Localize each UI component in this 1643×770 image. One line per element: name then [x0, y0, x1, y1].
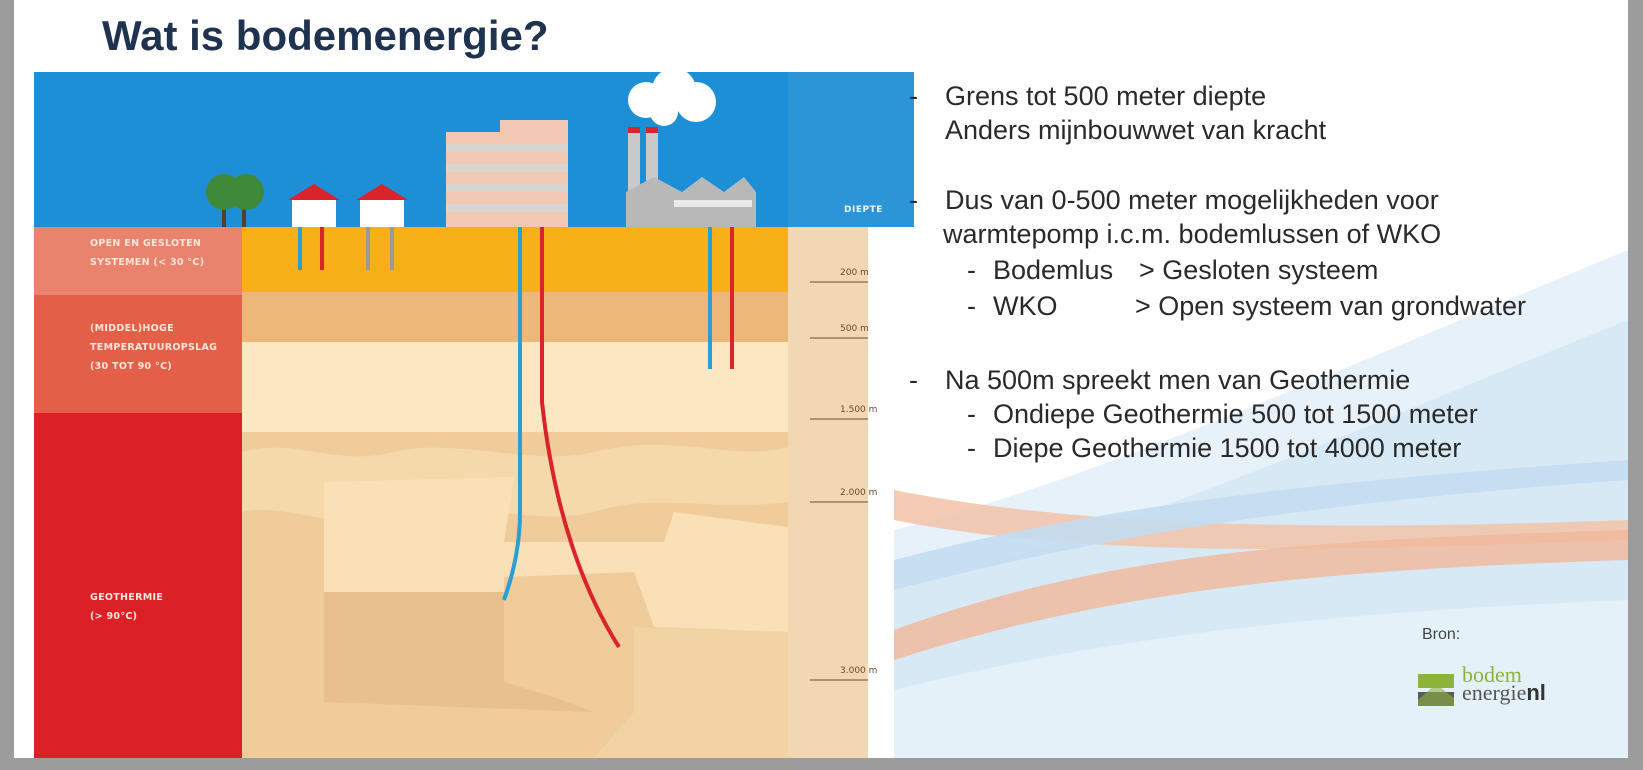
- background-waves: [894, 250, 1628, 758]
- sub-bullet-desc: > Open systeem van grondwater: [1135, 291, 1526, 321]
- bullet-line: Grens tot 500 meter diepte: [945, 81, 1267, 111]
- diagram-graphic: [34, 68, 914, 758]
- bullet-dash: -: [909, 185, 918, 215]
- bullet-line: Anders mijnbouwwet van kracht: [945, 115, 1327, 145]
- layer-label-line: SYSTEMEN (< 30 °C): [90, 257, 205, 268]
- layer-label-line: OPEN EN GESLOTEN: [90, 238, 202, 249]
- sub-bullet-dash: -: [967, 255, 976, 285]
- soil-layer-3: [242, 342, 788, 432]
- layer-label-line: (> 90°C): [90, 611, 138, 622]
- layer-label-line: (MIDDEL)HOGE: [90, 323, 174, 334]
- trees-icon: [206, 174, 264, 227]
- sub-bullet-text: Ondiepe Geothermie 500 tot 1500 meter: [993, 399, 1478, 429]
- soil-fold-2: [324, 477, 788, 632]
- sub-bullet-name: Bodemlus: [993, 255, 1114, 285]
- depth-mark-200: 200 m: [840, 268, 869, 278]
- soil-fold-3: [324, 592, 594, 712]
- depth-column-sky: [788, 72, 914, 227]
- depth-mark-3000: 3.000 m: [840, 666, 878, 676]
- depth-mark-2000: 2.000 m: [840, 488, 878, 498]
- layer-label-geothermie: GEOTHERMIE (> 90°C): [34, 588, 254, 626]
- logo-text-top: bodem: [1462, 662, 1522, 687]
- logo-text-bottom-main: energie: [1462, 680, 1527, 705]
- depth-header: DIEPTE: [844, 205, 883, 215]
- legend-geothermie: [34, 413, 242, 758]
- slide: Wat is bodemenergie?: [14, 0, 1628, 758]
- sub-bullet-dash: -: [967, 399, 976, 429]
- bullet-dash: -: [909, 365, 918, 395]
- sub-bullet-dash: -: [967, 291, 976, 321]
- layer-label-middelhoge: (MIDDEL)HOGE TEMPERATUUROPSLAG (30 TOT 9…: [34, 319, 254, 376]
- layer-label-open-gesloten: OPEN EN GESLOTEN SYSTEMEN (< 30 °C): [34, 234, 254, 272]
- logo-text-bottom: energienl: [1462, 682, 1546, 704]
- layer-label-line: (30 TOT 90 °C): [90, 361, 173, 372]
- logo-mark-icon: [1418, 674, 1454, 706]
- bodemenergie-logo[interactable]: bodem energienl: [1416, 662, 1566, 712]
- pipes: [298, 227, 734, 649]
- office-building-icon: [446, 120, 568, 227]
- sub-bullet-desc: > Gesloten systeem: [1139, 255, 1379, 285]
- house-icon-1: [288, 184, 340, 227]
- legend-middelhoge: [34, 295, 242, 413]
- sub-bullet-name: WKO: [993, 291, 1058, 321]
- depth-mark-1500: 1.500 m: [840, 405, 878, 415]
- layer-label-line: TEMPERATUUROPSLAG: [90, 342, 218, 353]
- bodemenergie-diagram: DIEPTE OPEN EN GESLOTEN SYSTEMEN (< 30 °…: [34, 68, 914, 758]
- soil-layer-1: [242, 227, 788, 292]
- bullet-line: warmtepomp i.c.m. bodemlussen of WKO: [943, 219, 1442, 249]
- factory-icon: [626, 127, 756, 227]
- slide-title: Wat is bodemenergie?: [102, 12, 549, 59]
- depth-ticks: [810, 281, 868, 681]
- soil-fold-4: [594, 627, 788, 758]
- bullet-line: Dus van 0-500 meter mogelijkheden voor: [945, 185, 1439, 215]
- layer-label-line: GEOTHERMIE: [90, 592, 164, 603]
- legend-open-gesloten: [34, 227, 242, 295]
- depth-column: [788, 227, 868, 758]
- sub-bullet-text: Diepe Geothermie 1500 tot 4000 meter: [993, 433, 1462, 463]
- logo-text-suffix: nl: [1526, 680, 1546, 705]
- bullet-dash: -: [909, 81, 918, 111]
- soil-layer-2: [242, 292, 788, 342]
- house-icon-2: [356, 184, 408, 227]
- source-label: Bron:: [1422, 626, 1461, 643]
- sub-bullet-dash: -: [967, 433, 976, 463]
- depth-mark-500: 500 m: [840, 324, 869, 334]
- cloud-icon: [628, 68, 716, 126]
- bullet-line: Na 500m spreekt men van Geothermie: [945, 365, 1411, 395]
